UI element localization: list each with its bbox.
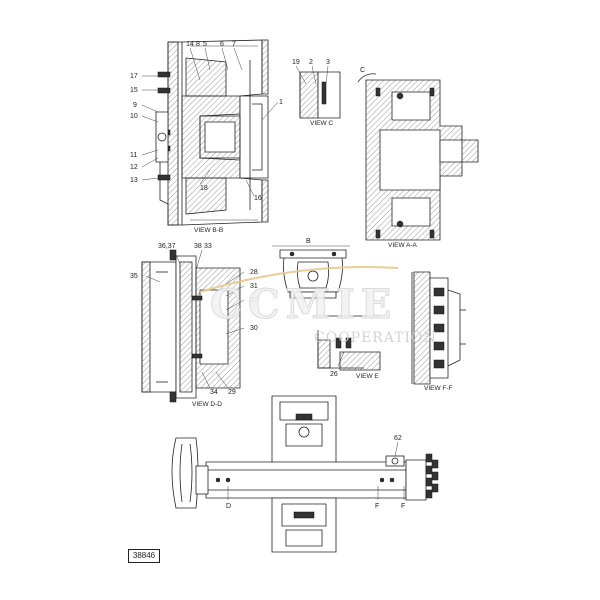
callout-label: 12 xyxy=(130,164,138,171)
view-label: VIEW A-A xyxy=(388,242,418,249)
view-label: VIEW C xyxy=(310,120,333,127)
callout-label: 9 xyxy=(133,102,137,109)
section-f-mark: F xyxy=(375,503,379,510)
callout-label: 5 xyxy=(203,41,207,48)
watermark-sub: COOPERATION xyxy=(314,330,437,346)
callout-label: 34 xyxy=(210,389,218,396)
view-bb xyxy=(155,39,269,226)
callout-label: 11 xyxy=(130,152,137,159)
drawing-reference-number: 38846 xyxy=(128,549,160,563)
callout-label: 17 xyxy=(130,73,138,80)
view-aa: C VIEW A-A xyxy=(357,67,479,249)
view-e: 26 VIEW E xyxy=(314,315,381,380)
callout-label: 1 xyxy=(279,99,283,106)
section-c-mark: C xyxy=(360,67,365,74)
callout-label: 36,37 xyxy=(158,243,176,250)
callout-label: 14 xyxy=(186,41,194,48)
callout-label: 7 xyxy=(232,41,236,48)
callout-label: 15 xyxy=(130,87,138,94)
track-frame-assembly: D F F 62 xyxy=(171,395,439,553)
callout-label: 30 xyxy=(250,325,258,332)
view-c: 19 2 3 VIEW C xyxy=(292,59,341,127)
callout-label: 33 xyxy=(204,243,212,250)
callouts-vbb: 14 8 5 6 7 17 15 9 10 11 12 13 18 16 1 V… xyxy=(130,41,283,234)
callout-label: 2 xyxy=(309,59,313,66)
view-label: VIEW D-D xyxy=(192,401,222,408)
view-dd: 36,37 38 33 35 28 31 32 30 34 29 VIEW D-… xyxy=(130,243,258,408)
callout-label: 10 xyxy=(130,113,138,120)
callout-label: 38 xyxy=(194,243,202,250)
callout-label: 62 xyxy=(394,435,402,442)
view-label: VIEW E xyxy=(356,373,379,380)
section-b-mark: B xyxy=(306,238,311,245)
section-d-mark: D xyxy=(226,503,231,510)
callout-label: 31 xyxy=(250,283,258,290)
callout-label: 13 xyxy=(130,177,138,184)
callout-label: 32 xyxy=(250,297,258,304)
callout-label: 8 xyxy=(196,41,200,48)
callout-label: 35 xyxy=(130,273,138,280)
view-label: VIEW F-F xyxy=(424,385,453,392)
callout-label: 19 xyxy=(292,59,300,66)
view-label: VIEW B-B xyxy=(194,227,223,234)
section-f-mark: F xyxy=(401,503,405,510)
view-ff: VIEW F-F xyxy=(411,271,466,392)
watermark: CCMIE COOPERATION xyxy=(199,266,437,346)
callout-label: 16 xyxy=(254,195,262,202)
callout-label: 26 xyxy=(330,371,338,378)
callout-label: 29 xyxy=(228,389,236,396)
callout-label: 6 xyxy=(220,41,224,48)
track-chain-icon xyxy=(425,453,439,499)
callout-label: 3 xyxy=(326,59,330,66)
callout-label: 18 xyxy=(200,185,208,192)
watermark-brand: CCMIE xyxy=(210,281,397,328)
callout-label: 28 xyxy=(250,269,258,276)
